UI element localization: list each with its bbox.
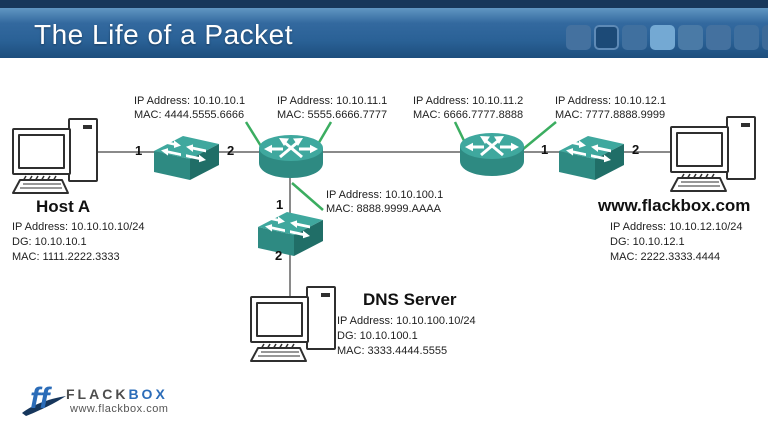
interface-mac: MAC: 6666.7777.8888 — [413, 109, 524, 121]
router-1-icon — [257, 130, 325, 186]
interface-mac: MAC: 7777.8888.9999 — [555, 109, 666, 121]
interface-ip: IP Address: 10.10.10.1 — [134, 95, 246, 107]
pointer-line — [291, 182, 324, 211]
decor-square — [706, 25, 731, 50]
switch-1-port-1: 1 — [135, 143, 143, 158]
detail-line: IP Address: 10.10.10.10/24 — [12, 221, 145, 233]
web-server-name: www.flackbox.com — [598, 196, 751, 215]
switch-3-port-1: 1 — [276, 197, 284, 212]
brand-text-flack: FLACK — [66, 386, 129, 402]
interface-mac: MAC: 4444.5555.6666 — [134, 109, 245, 121]
dns-server-name: DNS Server — [363, 290, 457, 309]
host-a-name: Host A — [36, 197, 91, 216]
decor-square — [566, 25, 591, 50]
interface-label-router1-g1: IP Address: 10.10.11.1 MAC: 5555.6666.77… — [277, 94, 387, 122]
flackbox-logo-icon: ff — [20, 381, 68, 421]
dns-server-details: IP Address: 10.10.100.10/24 DG: 10.10.10… — [337, 314, 476, 359]
page-title: The Life of a Packet — [34, 19, 294, 50]
detail-line: IP Address: 10.10.12.10/24 — [610, 221, 743, 233]
detail-line: MAC: 3333.4444.5555 — [337, 345, 448, 357]
brand-wordmark: FLACKBOX — [66, 386, 168, 402]
interface-ip: IP Address: 10.10.11.2 — [413, 95, 524, 107]
interface-label-router2-g1: IP Address: 10.10.12.1 MAC: 7777.8888.99… — [555, 94, 666, 122]
detail-line: MAC: 1111.2222.3333 — [12, 251, 120, 263]
pointer-line — [521, 121, 557, 151]
decor-square — [734, 25, 759, 50]
interface-ip: IP Address: 10.10.12.1 — [555, 95, 667, 107]
switch-2-port-2: 2 — [632, 142, 640, 157]
web-server-computer-icon — [668, 114, 760, 194]
decor-square — [650, 25, 675, 50]
interface-label-router1-dns: IP Address: 10.10.100.1 MAC: 8888.9999.A… — [326, 188, 443, 216]
interface-ip: IP Address: 10.10.100.1 — [326, 189, 444, 201]
decor-square — [594, 25, 619, 50]
interface-ip: IP Address: 10.10.11.1 — [277, 95, 388, 107]
interface-mac: MAC: 5555.6666.7777 — [277, 109, 388, 121]
decor-square — [762, 25, 768, 50]
detail-line: DG: 10.10.10.1 — [12, 236, 87, 248]
switch-3-icon — [251, 206, 329, 264]
detail-line: MAC: 2222.3333.4444 — [610, 251, 721, 263]
detail-line: DG: 10.10.12.1 — [610, 236, 685, 248]
switch-3-port-2: 2 — [275, 248, 283, 263]
switch-1-port-2: 2 — [227, 143, 235, 158]
header-decor-squares — [563, 25, 768, 53]
decor-square — [622, 25, 647, 50]
brand-website: www.flackbox.com — [70, 403, 169, 415]
host-a-details: IP Address: 10.10.10.10/24 DG: 10.10.10.… — [12, 220, 145, 265]
detail-line: IP Address: 10.10.100.10/24 — [337, 315, 476, 327]
decor-square — [678, 25, 703, 50]
router-2-icon — [458, 128, 526, 184]
web-server-details: IP Address: 10.10.12.10/24 DG: 10.10.12.… — [610, 220, 743, 265]
interface-label-router2-g0: IP Address: 10.10.11.2 MAC: 6666.7777.88… — [413, 94, 523, 122]
host-a-computer-icon — [10, 116, 102, 196]
switch-2-icon — [552, 130, 630, 188]
brand-text-box: BOX — [128, 386, 168, 402]
interface-label-router1-g0: IP Address: 10.10.10.1 MAC: 4444.5555.66… — [134, 94, 245, 122]
dns-server-computer-icon — [248, 284, 340, 364]
header-top-strip — [0, 0, 768, 8]
interface-mac: MAC: 8888.9999.AAAA — [326, 203, 441, 215]
switch-1-icon — [147, 130, 225, 188]
detail-line: DG: 10.10.100.1 — [337, 330, 418, 342]
switch-2-port-1: 1 — [541, 142, 549, 157]
svg-text:ff: ff — [30, 382, 52, 415]
